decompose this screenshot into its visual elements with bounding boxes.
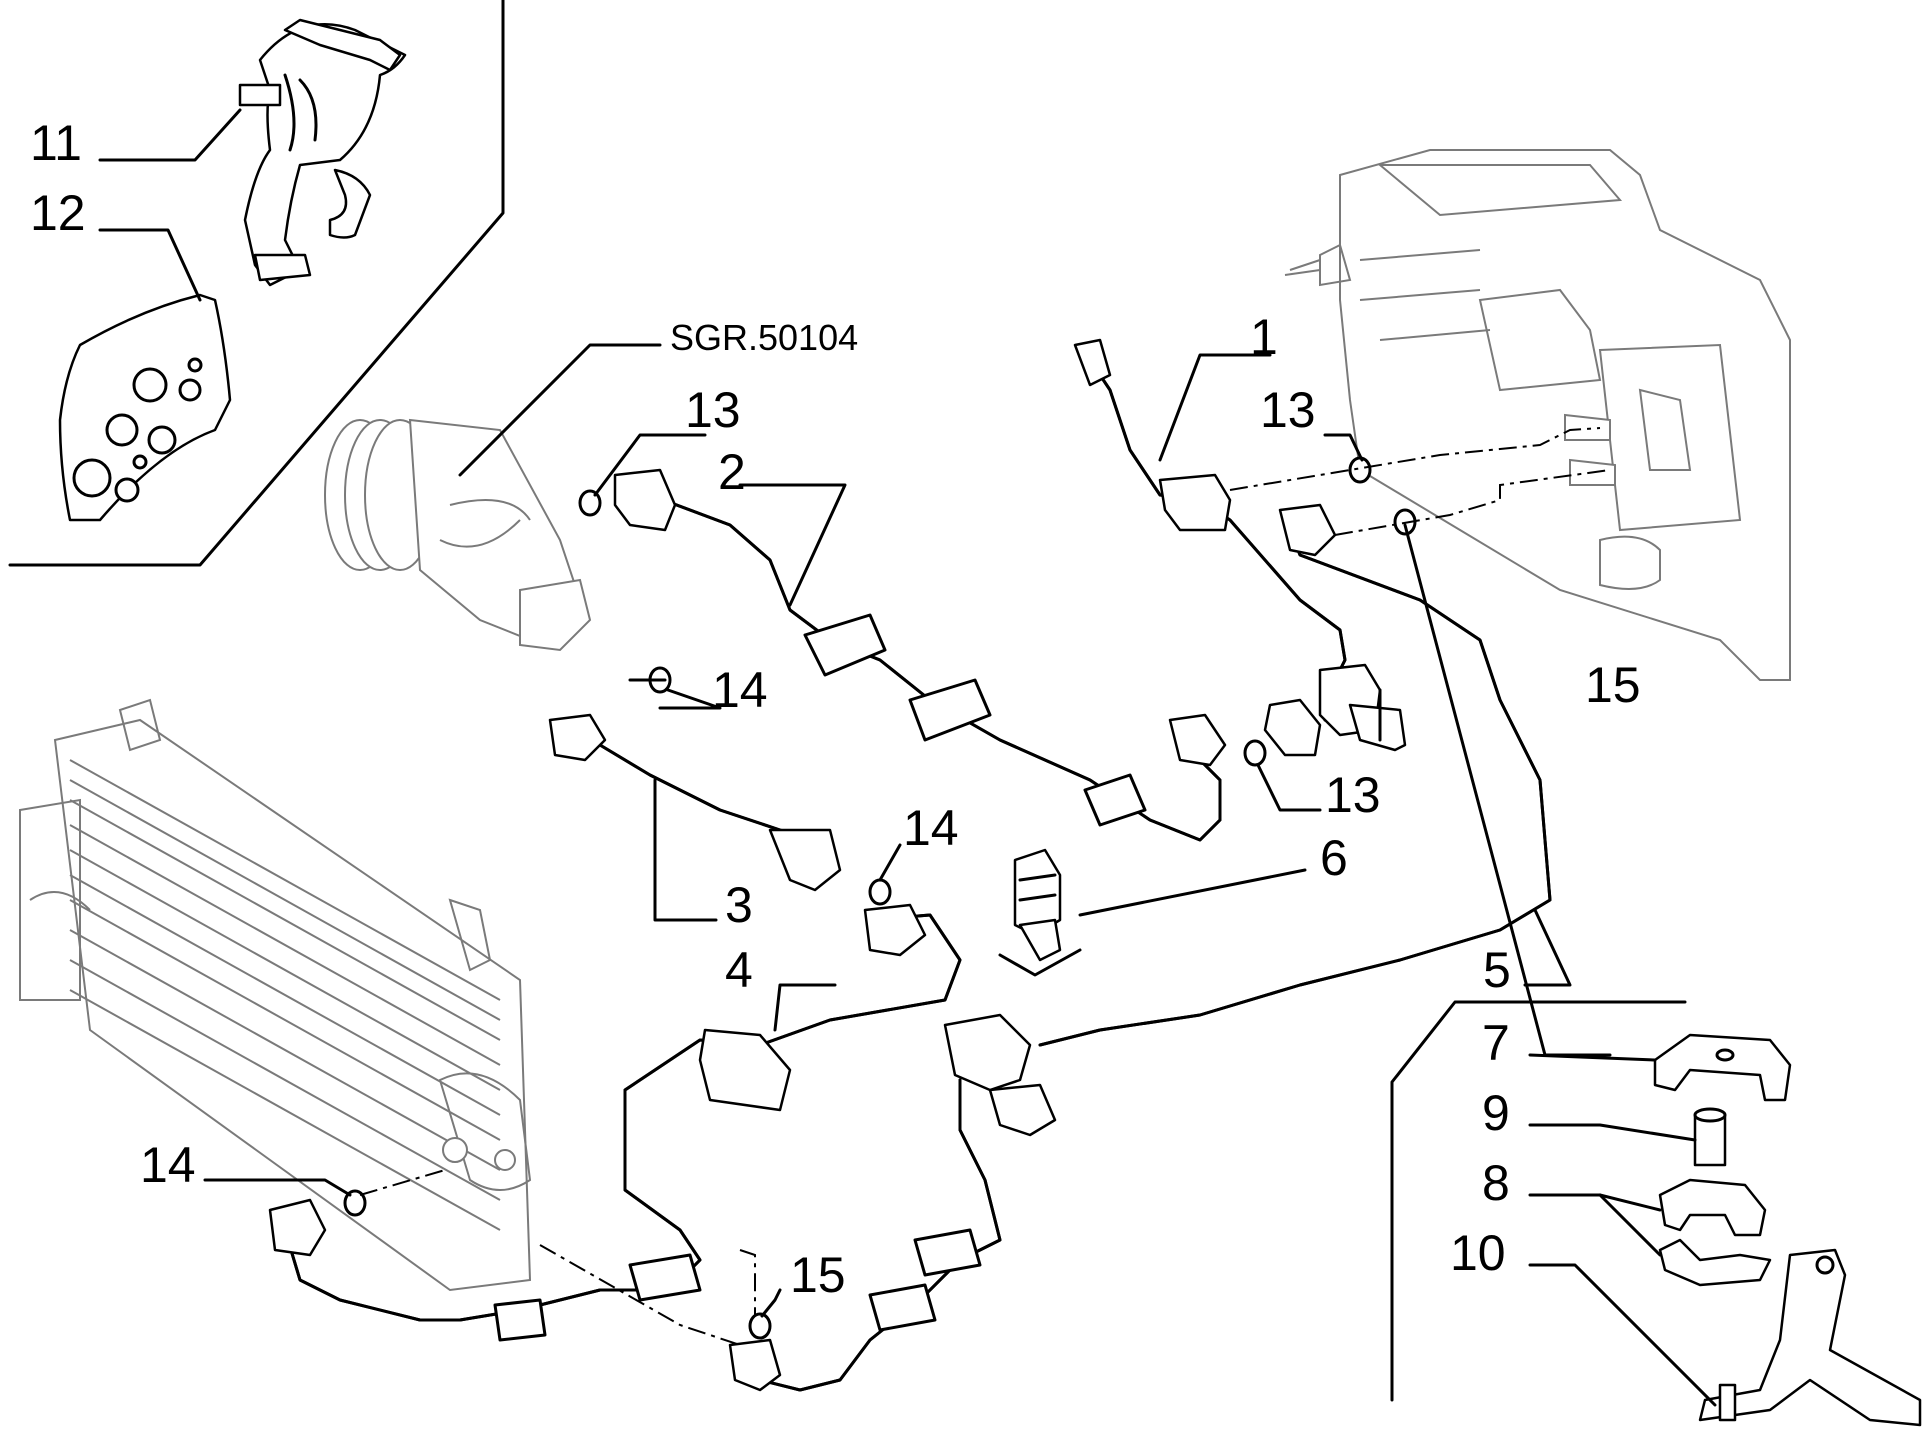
part-10-mounting-bracket bbox=[1698, 1248, 1922, 1427]
leader-lines bbox=[98, 108, 1717, 1407]
callout-2: 2 bbox=[718, 444, 746, 500]
callout-11: 11 bbox=[30, 115, 82, 171]
o-rings bbox=[343, 456, 1417, 1340]
callout-3: 3 bbox=[725, 877, 753, 933]
part-1-pipe bbox=[1073, 338, 1407, 757]
callout-1: 1 bbox=[1250, 309, 1278, 365]
part-9-spacer bbox=[1693, 1107, 1727, 1167]
part-2-pipe bbox=[613, 468, 1227, 842]
part-7-bracket bbox=[1653, 1033, 1792, 1102]
part-4-pipe bbox=[268, 903, 962, 1342]
evaporator-housing-reference-ghost bbox=[1284, 149, 1791, 681]
callout-13-lower: 13 bbox=[1325, 767, 1381, 823]
callout-14-upper: 14 bbox=[712, 662, 768, 718]
o-ring-13a bbox=[578, 489, 602, 517]
callout-4: 4 bbox=[725, 942, 753, 998]
callout-13-upper-left: 13 bbox=[685, 382, 741, 438]
inset-frame-bottom-right bbox=[1390, 1000, 1687, 1402]
part-8-rubber-mount bbox=[1658, 1178, 1772, 1287]
part-12-gasket-plate bbox=[58, 293, 232, 522]
o-ring-14c bbox=[343, 1189, 367, 1217]
o-ring-13b bbox=[1348, 456, 1372, 484]
callout-14-middle: 14 bbox=[903, 800, 959, 856]
part-11-pipe-clamp bbox=[238, 18, 407, 287]
callout-15-right: 15 bbox=[1585, 657, 1641, 713]
compressor-reference-ghost bbox=[324, 418, 592, 652]
alignment-lines bbox=[359, 427, 1611, 1346]
callout-7: 7 bbox=[1482, 1015, 1510, 1071]
callout-15-lower: 15 bbox=[790, 1247, 846, 1303]
callout-8: 8 bbox=[1482, 1155, 1510, 1211]
inset-frame-top-left bbox=[8, 0, 505, 567]
part-5-pipe bbox=[728, 503, 1552, 1392]
part-6-pressure-switch bbox=[998, 848, 1082, 977]
callout-9: 9 bbox=[1482, 1085, 1510, 1141]
callout-10: 10 bbox=[1450, 1225, 1506, 1281]
callout-6: 6 bbox=[1320, 830, 1348, 886]
o-ring-13c bbox=[1243, 739, 1267, 767]
o-ring-15b bbox=[748, 1312, 772, 1340]
condenser-reference-ghost bbox=[19, 698, 532, 1292]
callout-5: 5 bbox=[1483, 942, 1511, 998]
part-3-hose bbox=[548, 713, 842, 892]
o-ring-14b bbox=[868, 878, 892, 906]
callout-14-lower: 14 bbox=[140, 1137, 196, 1193]
reference-label-compressor: SGR.50104 bbox=[670, 317, 859, 358]
callout-13-upper-right: 13 bbox=[1260, 382, 1316, 438]
callout-12: 12 bbox=[30, 185, 86, 241]
